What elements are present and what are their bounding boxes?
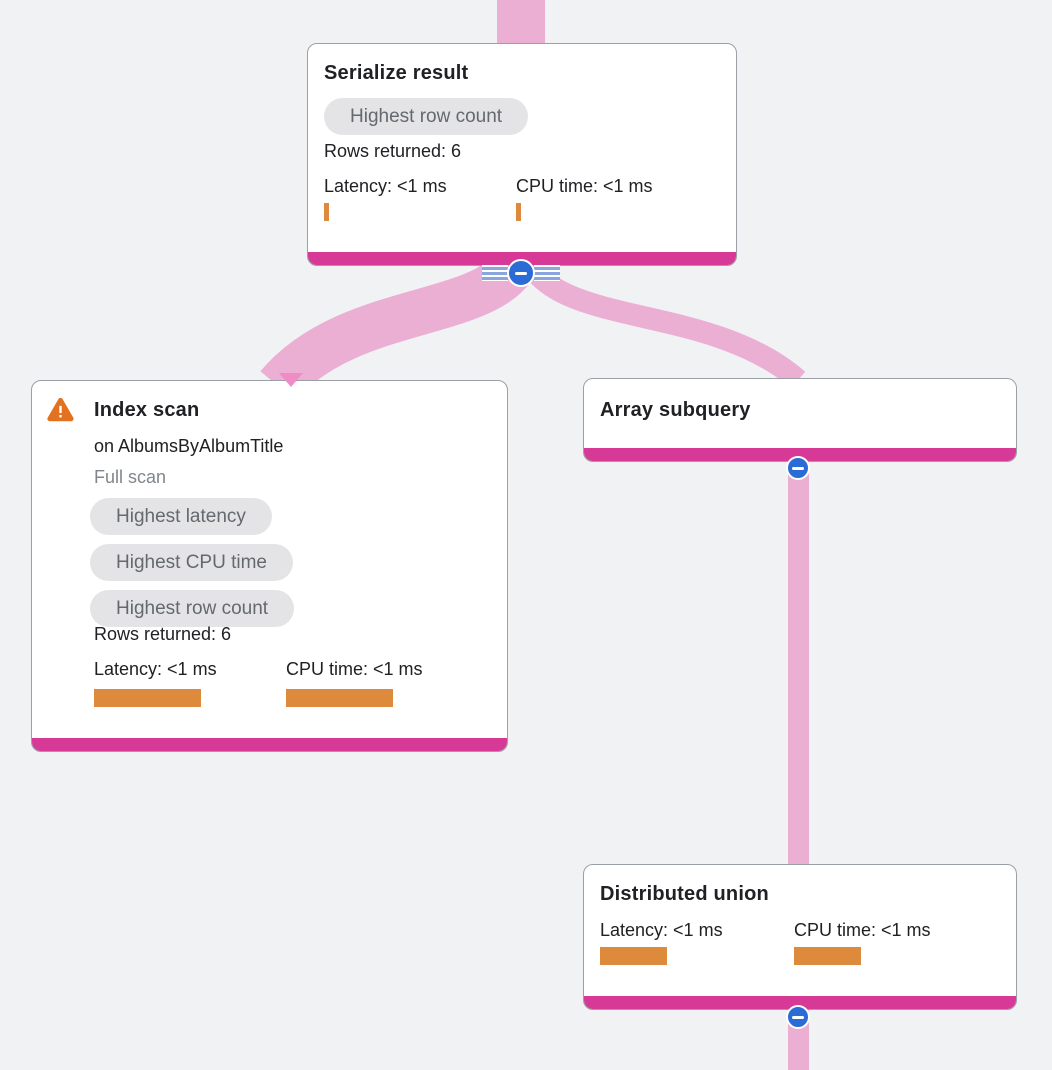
latency-bar bbox=[324, 203, 329, 221]
cpu-time-label: CPU time: <1 ms bbox=[794, 920, 931, 940]
node-title: Distributed union bbox=[600, 883, 769, 905]
badge-highest-latency: Highest latency bbox=[90, 498, 272, 535]
row-flow-stripes bbox=[482, 265, 508, 281]
node-accent-strip bbox=[308, 252, 736, 265]
latency-label: Latency: <1 ms bbox=[94, 659, 217, 679]
cpu-time-label: CPU time: <1 ms bbox=[286, 659, 423, 679]
minus-icon bbox=[515, 271, 527, 275]
badge-highest-cpu-time: Highest CPU time bbox=[90, 544, 293, 581]
node-title: Index scan bbox=[94, 399, 200, 421]
minus-icon bbox=[792, 1015, 804, 1019]
collapse-button-serialize-result[interactable] bbox=[507, 259, 535, 287]
collapse-button-distributed-union[interactable] bbox=[786, 1005, 810, 1029]
cpu-time-bar bbox=[516, 203, 521, 221]
edge-array-subquery-to-distributed-union bbox=[788, 450, 809, 870]
row-flow-stripes bbox=[534, 265, 560, 281]
cpu-time-label: CPU time: <1 ms bbox=[516, 176, 653, 196]
node-subtitle: on AlbumsByAlbumTitle bbox=[94, 436, 284, 456]
node-title: Serialize result bbox=[324, 62, 469, 84]
node-serialize-result[interactable]: Serialize result Highest row count Rows … bbox=[307, 43, 737, 266]
latency-bar bbox=[94, 689, 201, 707]
scan-type-text: Full scan bbox=[94, 467, 167, 487]
cpu-time-bar bbox=[794, 947, 861, 965]
latency-label: Latency: <1 ms bbox=[324, 176, 447, 196]
node-accent-strip bbox=[584, 448, 1016, 461]
latency-label: Latency: <1 ms bbox=[600, 920, 723, 940]
badge-highest-row-count: Highest row count bbox=[90, 590, 295, 627]
node-title: Array subquery bbox=[600, 399, 751, 421]
badge-highest-row-count: Highest row count bbox=[324, 98, 529, 135]
node-accent-strip bbox=[32, 738, 507, 751]
edge-serialize-to-array-subquery bbox=[513, 246, 806, 389]
node-accent-strip bbox=[584, 996, 1016, 1009]
node-index-scan[interactable]: Index scan on AlbumsByAlbumTitle Full sc… bbox=[31, 380, 508, 752]
latency-bar bbox=[600, 947, 667, 965]
minus-icon bbox=[792, 466, 804, 470]
cpu-time-bar bbox=[286, 689, 393, 707]
collapse-button-array-subquery[interactable] bbox=[786, 456, 810, 480]
rows-returned-text: Rows returned: 6 bbox=[94, 624, 232, 644]
rows-returned-text: Rows returned: 6 bbox=[324, 141, 462, 161]
edge-arrowhead-icon bbox=[279, 373, 303, 387]
warning-triangle-icon bbox=[47, 398, 74, 422]
node-distributed-union[interactable]: Distributed union Latency: <1 ms CPU tim… bbox=[583, 864, 1017, 1010]
node-array-subquery[interactable]: Array subquery bbox=[583, 378, 1017, 462]
